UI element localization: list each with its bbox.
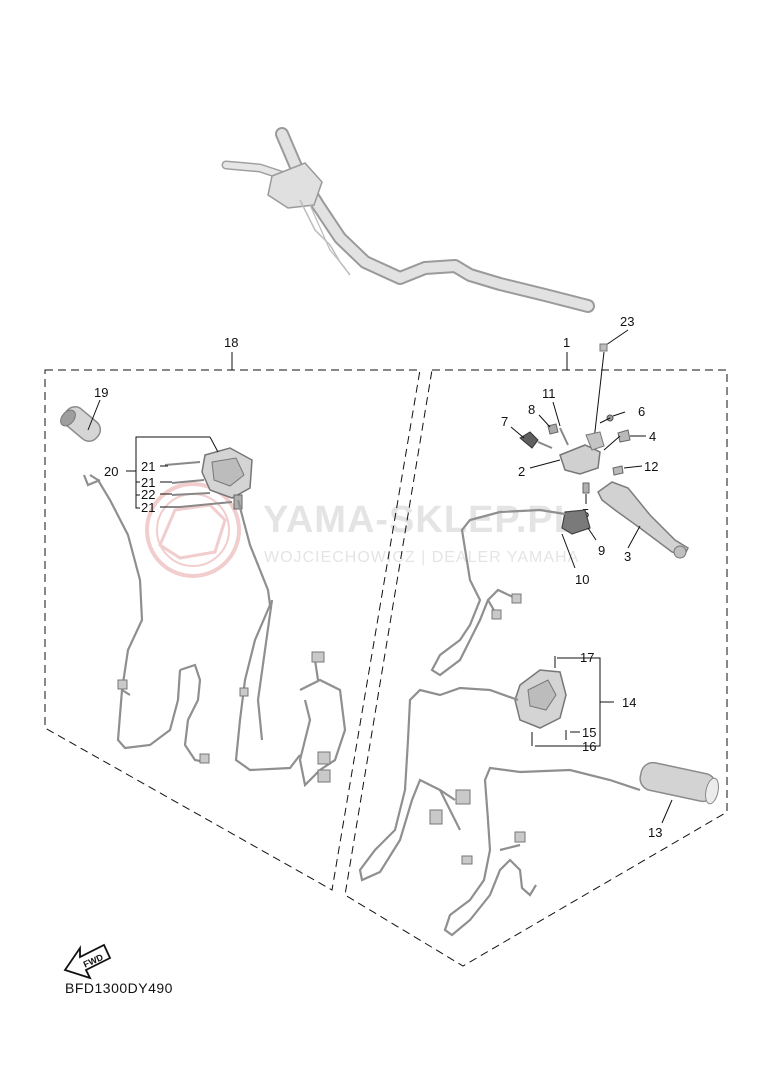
right-group-boundary xyxy=(344,369,728,967)
callout-10: 10 xyxy=(575,572,589,587)
watermark-logo-icon xyxy=(145,482,241,578)
callout-2: 2 xyxy=(518,464,525,479)
left-wire-harness xyxy=(82,474,347,788)
lever-bracket xyxy=(559,431,605,475)
callout-6: 6 xyxy=(638,404,645,419)
callout-20: 20 xyxy=(104,464,118,479)
callout-9: 9 xyxy=(598,543,605,558)
callout-18: 18 xyxy=(224,335,238,350)
callout-17: 17 xyxy=(580,650,594,665)
callout-11: 11 xyxy=(542,386,556,401)
right-switch-housing xyxy=(514,669,567,729)
left-switch-group: 18 19 20 21 21 22 21 xyxy=(44,335,421,891)
right-lever-group: 1 23 2 7 8 11 6 4 1 xyxy=(344,314,728,967)
callout-16: 16 xyxy=(582,739,596,754)
callout-15: 15 xyxy=(582,725,596,740)
callout-3: 3 xyxy=(624,549,631,564)
callout-21-b: 21 xyxy=(141,475,155,490)
callout-12: 12 xyxy=(644,459,658,474)
callout-14: 14 xyxy=(622,695,636,710)
handlebar-assembly xyxy=(221,127,595,313)
diagram-code: BFD1300DY490 xyxy=(65,980,173,996)
watermark-title: YAMA-SKLEP.PL xyxy=(263,499,578,541)
callout-1: 1 xyxy=(563,335,570,350)
callout-13: 13 xyxy=(648,825,662,840)
fwd-arrow-icon: FWD xyxy=(63,943,112,980)
watermark: YAMA-SKLEP.PL WOJCIECHOWICZ | DEALER YAM… xyxy=(145,482,579,578)
callout-22: 22 xyxy=(141,487,155,502)
callout-21-c: 21 xyxy=(141,500,155,515)
left-connectors xyxy=(117,651,331,783)
callout-4: 4 xyxy=(649,429,656,444)
watermark-subtitle: WOJCIECHOWICZ | DEALER YAMAHA xyxy=(264,549,579,566)
clutch-lever xyxy=(597,481,689,559)
callout-8: 8 xyxy=(528,402,535,417)
callout-23: 23 xyxy=(620,314,634,329)
right-wire-harness xyxy=(358,686,641,937)
callout-7: 7 xyxy=(501,414,508,429)
left-switch-housing xyxy=(201,447,253,510)
left-group-boundary xyxy=(44,369,421,891)
right-connectors xyxy=(429,789,526,865)
callout-21-a: 21 xyxy=(141,459,155,474)
handlebar-switch-housing xyxy=(267,162,323,209)
throttle-grip xyxy=(639,761,719,805)
callout-19: 19 xyxy=(94,385,108,400)
clutch-switch xyxy=(561,509,591,535)
left-grip xyxy=(60,406,102,442)
